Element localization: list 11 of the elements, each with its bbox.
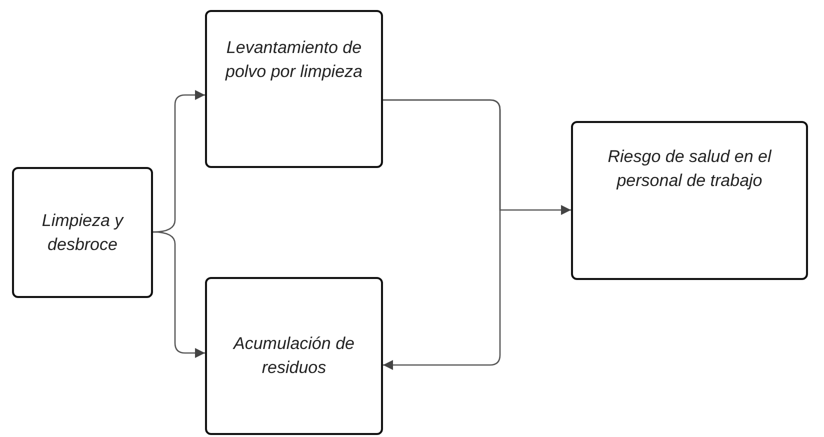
process-box: [571, 121, 808, 280]
process-box: [12, 167, 153, 298]
box-label: Limpieza y desbroce: [40, 210, 125, 256]
box-label: Acumulación de residuos: [232, 333, 356, 379]
process-box: [205, 277, 383, 435]
arrow: [152, 90, 205, 233]
box-label: Levantamiento de polvo por limpieza: [224, 37, 364, 83]
box-label: Riesgo de salud en el personal de trabajo: [606, 146, 773, 192]
process-box: [205, 10, 383, 168]
arrow: [152, 231, 205, 358]
arrow: [383, 99, 571, 215]
